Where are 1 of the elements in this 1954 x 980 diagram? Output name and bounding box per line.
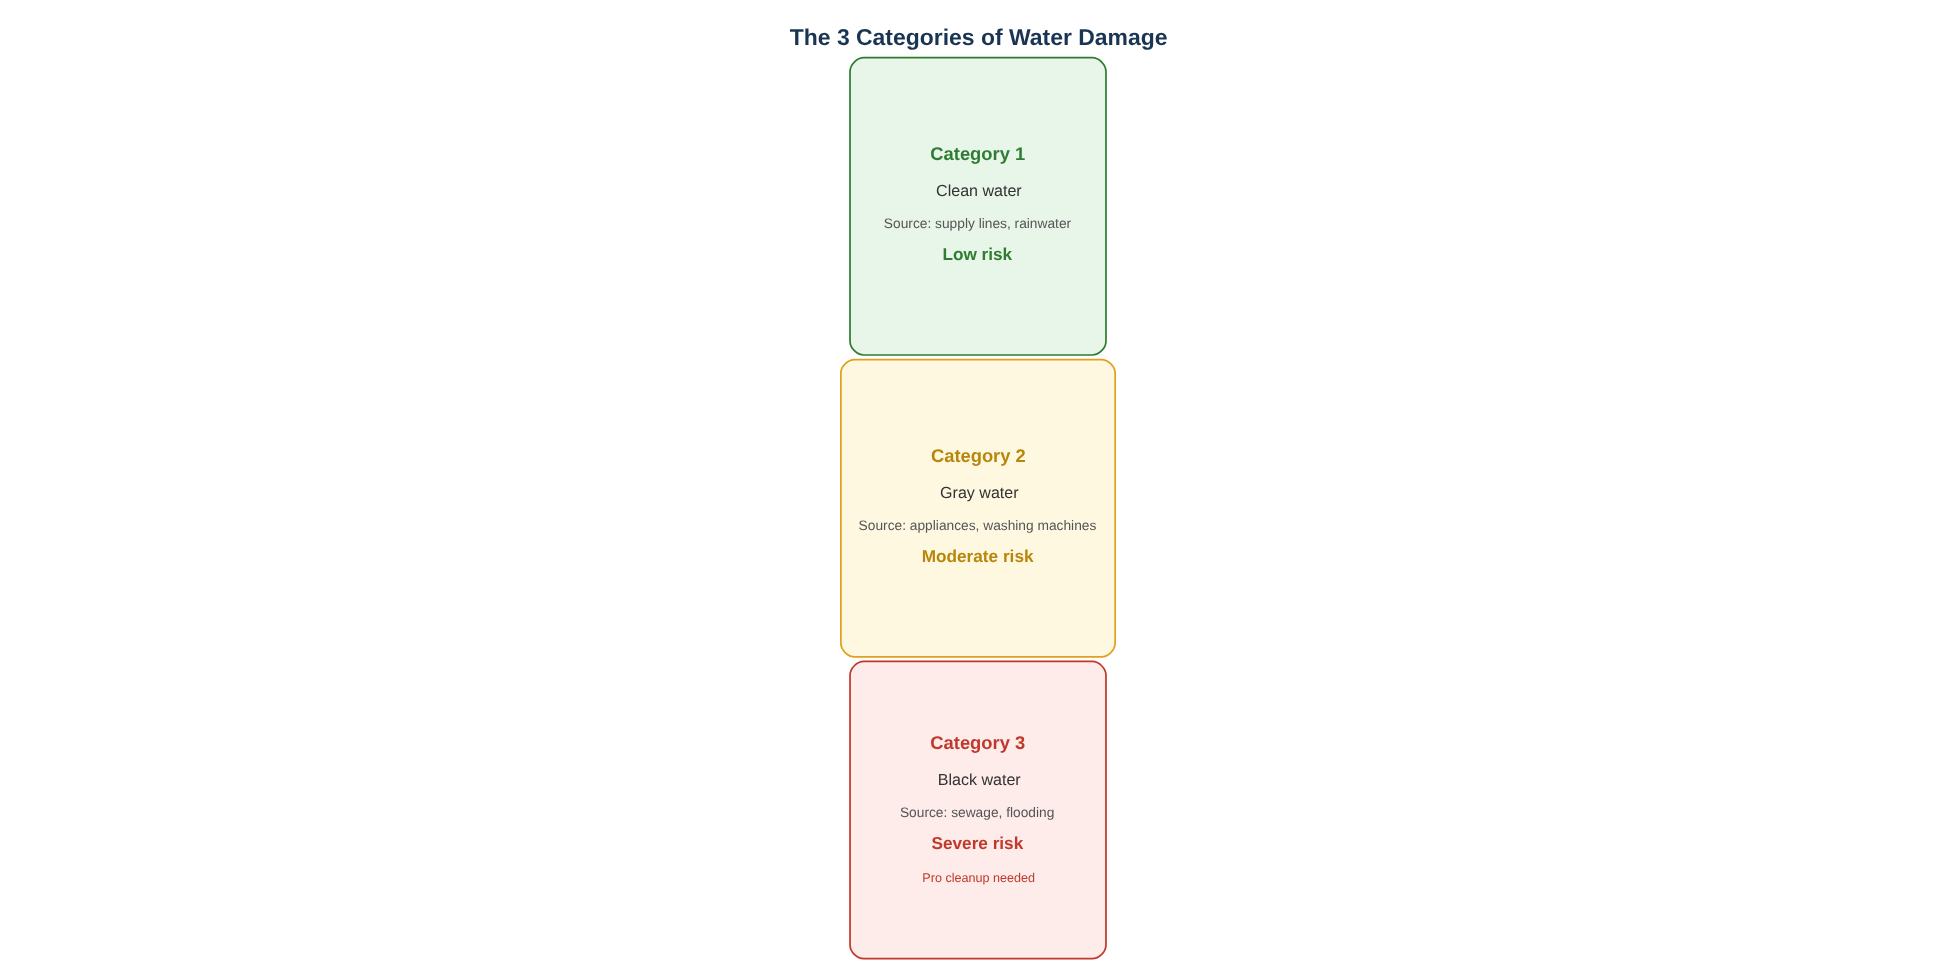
diagram-title: The 3 Categories of Water Damage (788, 26, 1167, 51)
